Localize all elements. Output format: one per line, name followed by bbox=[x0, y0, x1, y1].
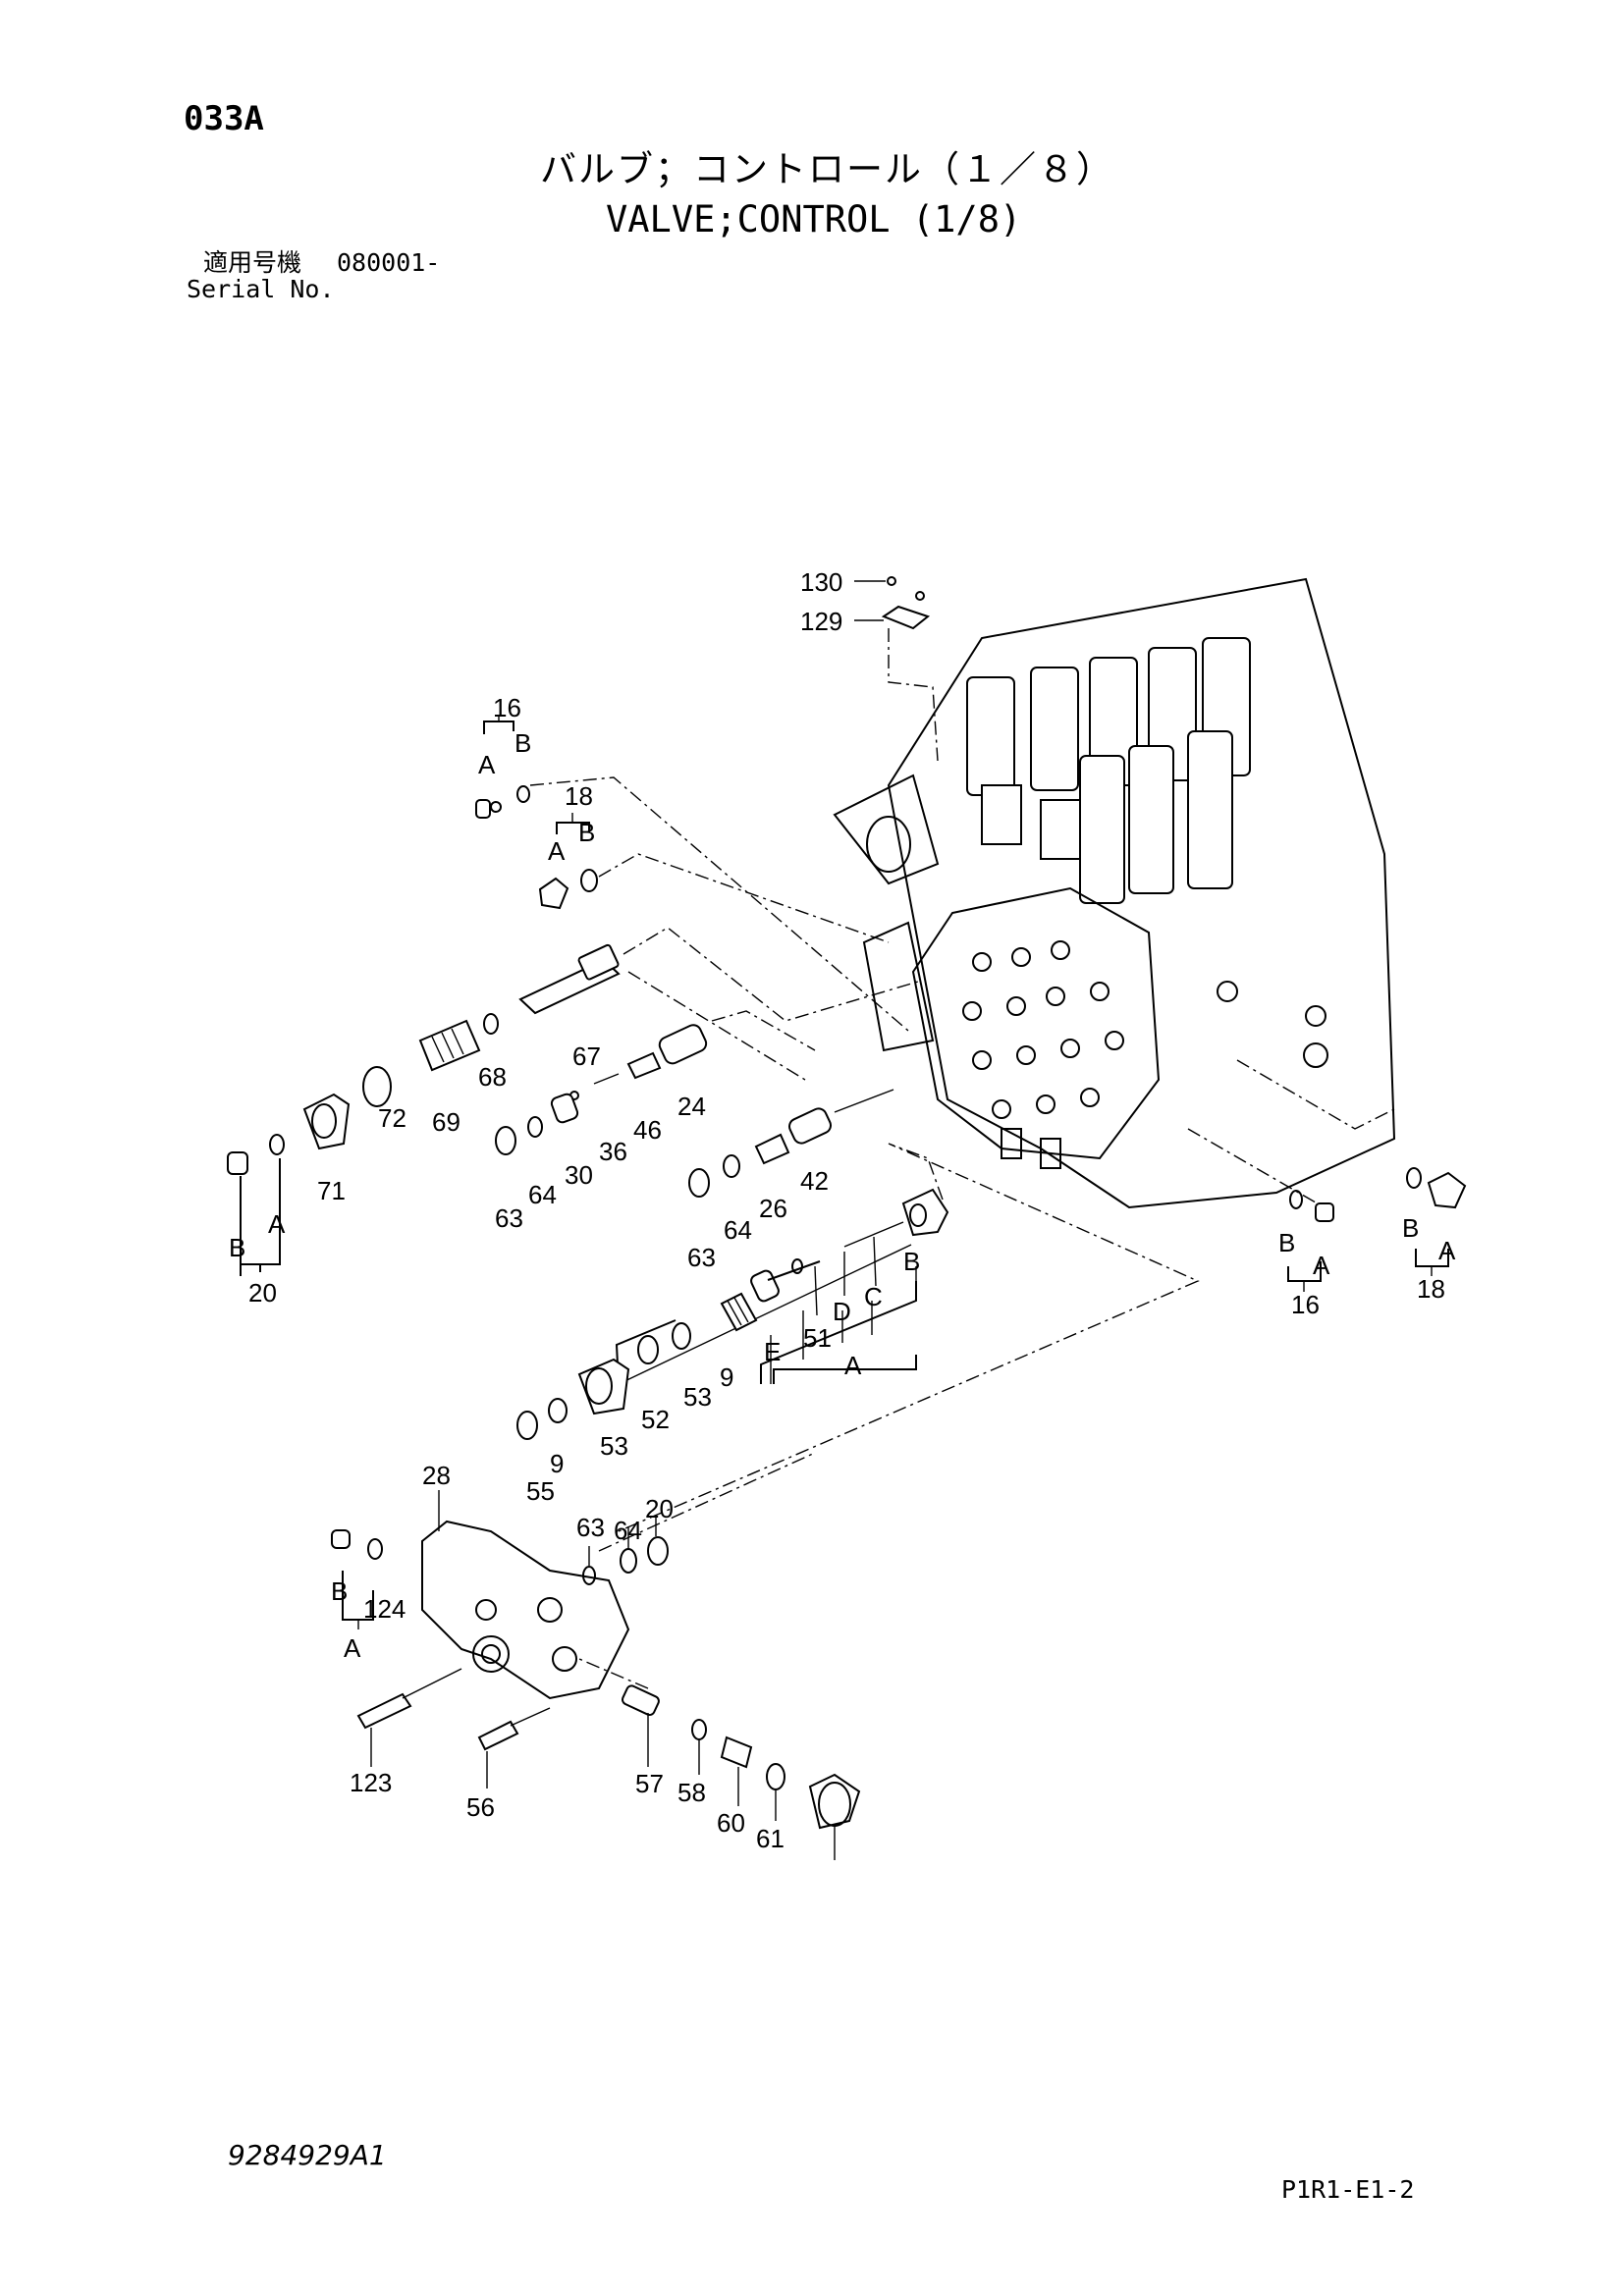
check-valve-group-2 bbox=[688, 1089, 894, 1198]
callout-18-left: 18 bbox=[565, 781, 593, 811]
callout-71: 71 bbox=[317, 1176, 346, 1205]
callout-36: 36 bbox=[599, 1137, 627, 1166]
plug-group-16-right bbox=[1187, 1128, 1334, 1292]
plug-group-16-left bbox=[475, 715, 909, 1032]
callout-20-left-B: A bbox=[268, 1209, 286, 1239]
serial-label-english: Serial No. bbox=[187, 275, 335, 303]
callout-123: 56 bbox=[466, 1792, 495, 1822]
callout-130: 130 bbox=[800, 567, 842, 597]
callout-63-a: 63 bbox=[495, 1203, 523, 1233]
callout-56: 57 bbox=[635, 1769, 664, 1798]
callout-16-left-A: A bbox=[478, 750, 496, 779]
callout-9-b: 55 bbox=[526, 1476, 555, 1506]
callout-18-left-A: A bbox=[548, 836, 566, 866]
callout-20-right: A bbox=[344, 1633, 361, 1663]
callout-55: 28 bbox=[422, 1461, 451, 1490]
callout-47: A bbox=[844, 1351, 862, 1380]
callout-46: 46 bbox=[633, 1115, 662, 1145]
serial-number-value: 080001- bbox=[337, 248, 441, 277]
callout-60: 61 bbox=[756, 1824, 785, 1853]
housing-assembly-55 bbox=[331, 1452, 816, 1700]
callout-30: 30 bbox=[565, 1160, 593, 1190]
bracket-20-left bbox=[240, 1158, 281, 1276]
callout-18-right-B: B bbox=[1402, 1213, 1419, 1243]
callout-20-left-A: B bbox=[229, 1233, 245, 1262]
callout-63-c: 64 bbox=[614, 1516, 642, 1545]
callout-64-c: 20 bbox=[645, 1494, 674, 1523]
plug-group-18-right bbox=[1236, 1059, 1467, 1276]
callout-64-b: 64 bbox=[724, 1215, 752, 1245]
callout-18-right-A: A bbox=[1438, 1236, 1456, 1265]
callout-20-right-A: B bbox=[331, 1576, 348, 1606]
catalog-code: 033A bbox=[184, 99, 264, 138]
callout-51: 9 bbox=[720, 1362, 733, 1392]
callout-53-a: 52 bbox=[641, 1405, 670, 1434]
check-valve-group-1 bbox=[495, 1010, 816, 1155]
control-valve-body bbox=[833, 577, 1396, 1209]
callout-47-A: B bbox=[903, 1247, 920, 1276]
title-japanese: バルブ；コントロール（１／８） bbox=[540, 148, 1114, 190]
callout-16-right-A: A bbox=[1313, 1251, 1330, 1280]
callout-64-a: 64 bbox=[528, 1180, 557, 1209]
callout-9-a: 53 bbox=[683, 1382, 712, 1412]
callout-58: 60 bbox=[717, 1808, 745, 1838]
callout-24: 24 bbox=[677, 1092, 706, 1121]
title-english: VALVE;CONTROL (1/8) bbox=[606, 198, 1022, 240]
callout-16-right: 16 bbox=[1291, 1290, 1320, 1319]
callout-20-right-B: 124 bbox=[363, 1594, 406, 1624]
label-plate-assembly bbox=[854, 576, 939, 762]
callout-16-right-B: B bbox=[1278, 1228, 1295, 1257]
callout-47-D: E bbox=[764, 1337, 781, 1366]
callout-47-B: C bbox=[864, 1282, 883, 1311]
document-number: 9284929A1 bbox=[228, 2139, 387, 2171]
callout-68: 68 bbox=[478, 1062, 507, 1092]
callout-20-left: 20 bbox=[248, 1278, 277, 1308]
callout-67: 67 bbox=[572, 1041, 601, 1071]
callout-53-b: 9 bbox=[550, 1449, 564, 1478]
callout-72: 72 bbox=[378, 1103, 406, 1133]
callout-124: 123 bbox=[350, 1768, 392, 1797]
callout-52: 53 bbox=[600, 1431, 628, 1461]
callout-63-b: 63 bbox=[687, 1243, 716, 1272]
callout-26: 26 bbox=[759, 1194, 787, 1223]
callout-47-C: D bbox=[833, 1297, 851, 1326]
callout-57: 58 bbox=[677, 1778, 706, 1807]
callout-129: 129 bbox=[800, 607, 842, 636]
spool-assembly bbox=[227, 927, 919, 1175]
plug-group-18-left bbox=[538, 813, 890, 943]
lower-fasteners bbox=[356, 1658, 861, 1860]
callout-18-left-B: B bbox=[578, 818, 595, 847]
page-reference: P1R1-E1-2 bbox=[1281, 2175, 1415, 2204]
callout-47-E: 51 bbox=[803, 1323, 832, 1353]
relief-valve-assembly bbox=[516, 1143, 1200, 1532]
callout-16-left-B: B bbox=[514, 728, 531, 758]
callout-18-right: 18 bbox=[1417, 1274, 1445, 1304]
callout-69: 69 bbox=[432, 1107, 460, 1137]
callout-42: 42 bbox=[800, 1166, 829, 1196]
callout-16-left: 16 bbox=[493, 693, 521, 722]
serial-label-japanese: 適用号機 bbox=[203, 248, 302, 277]
callout-28: 63 bbox=[576, 1513, 605, 1542]
